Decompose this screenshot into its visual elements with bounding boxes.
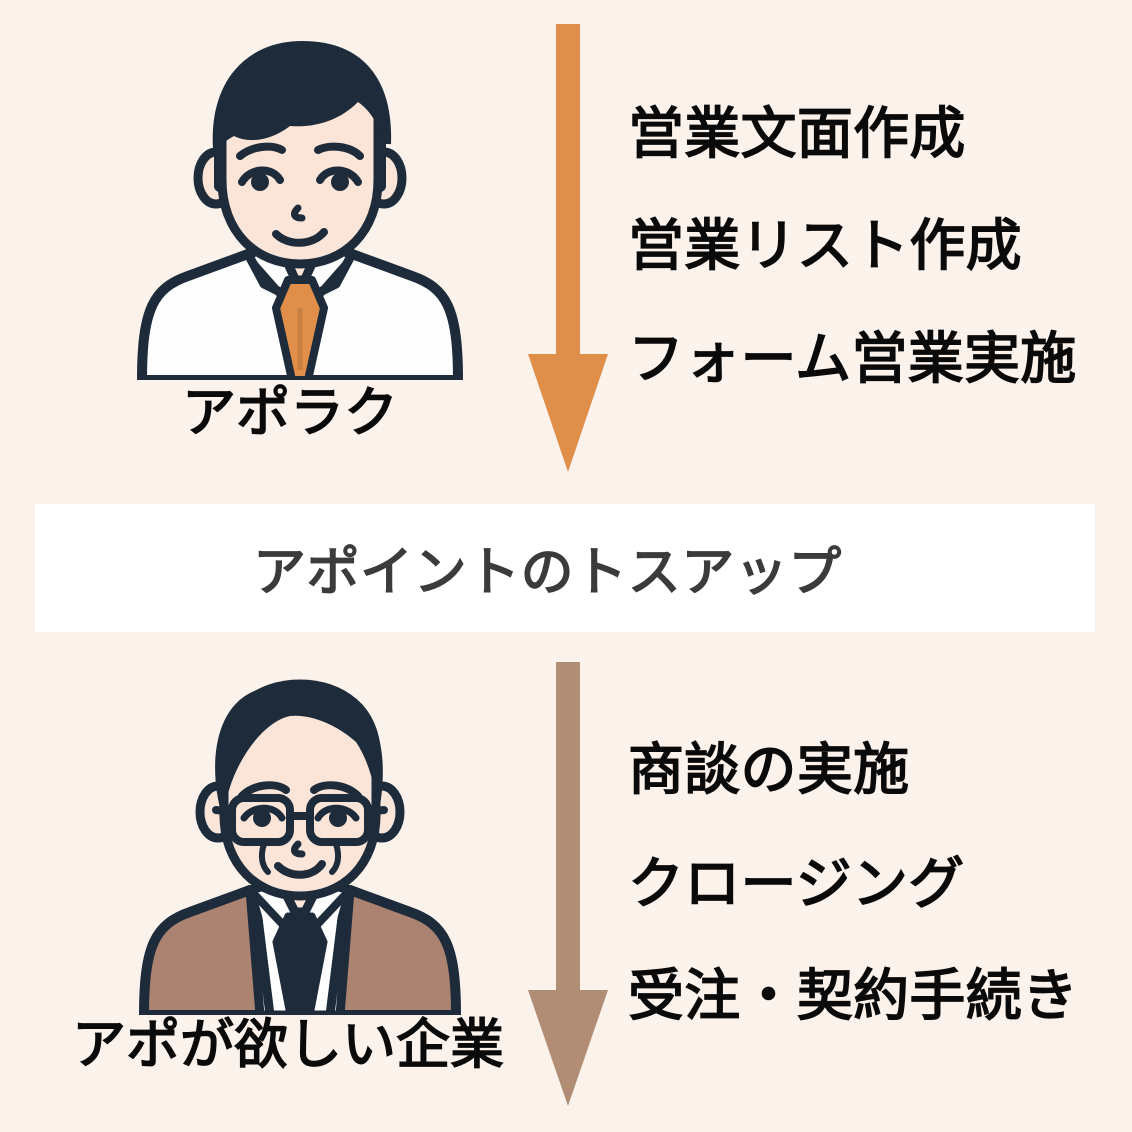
down-arrow-icon xyxy=(528,662,608,1106)
down-arrow-icon xyxy=(528,24,608,472)
top-task-3: フォーム営業実施 xyxy=(628,327,1077,390)
toss-up-banner-label: アポイントのトスアップ xyxy=(253,543,842,602)
senior-businessman-avatar-svg xyxy=(139,679,461,1020)
senior-businessman-avatar xyxy=(130,670,470,1020)
bottom-task-2: クロージング xyxy=(628,852,965,915)
top-task-2: 営業リスト作成 xyxy=(628,214,1022,277)
toss-up-banner: アポイントのトスアップ xyxy=(35,504,1095,632)
bottom-task-1: 商談の実施 xyxy=(628,738,910,801)
bottom-task-3: 受注・契約手続き xyxy=(628,964,1079,1027)
young-businessman-avatar xyxy=(130,40,470,385)
bottom-down-arrow-icon xyxy=(520,662,616,1108)
young-businessman-avatar-svg xyxy=(137,40,463,385)
top-down-arrow-icon xyxy=(520,24,616,474)
top-task-1: 営業文面作成 xyxy=(628,102,966,165)
top-actor-caption: アポラク xyxy=(182,383,398,443)
bottom-actor-caption: アポが欲しい企業 xyxy=(72,1015,504,1075)
